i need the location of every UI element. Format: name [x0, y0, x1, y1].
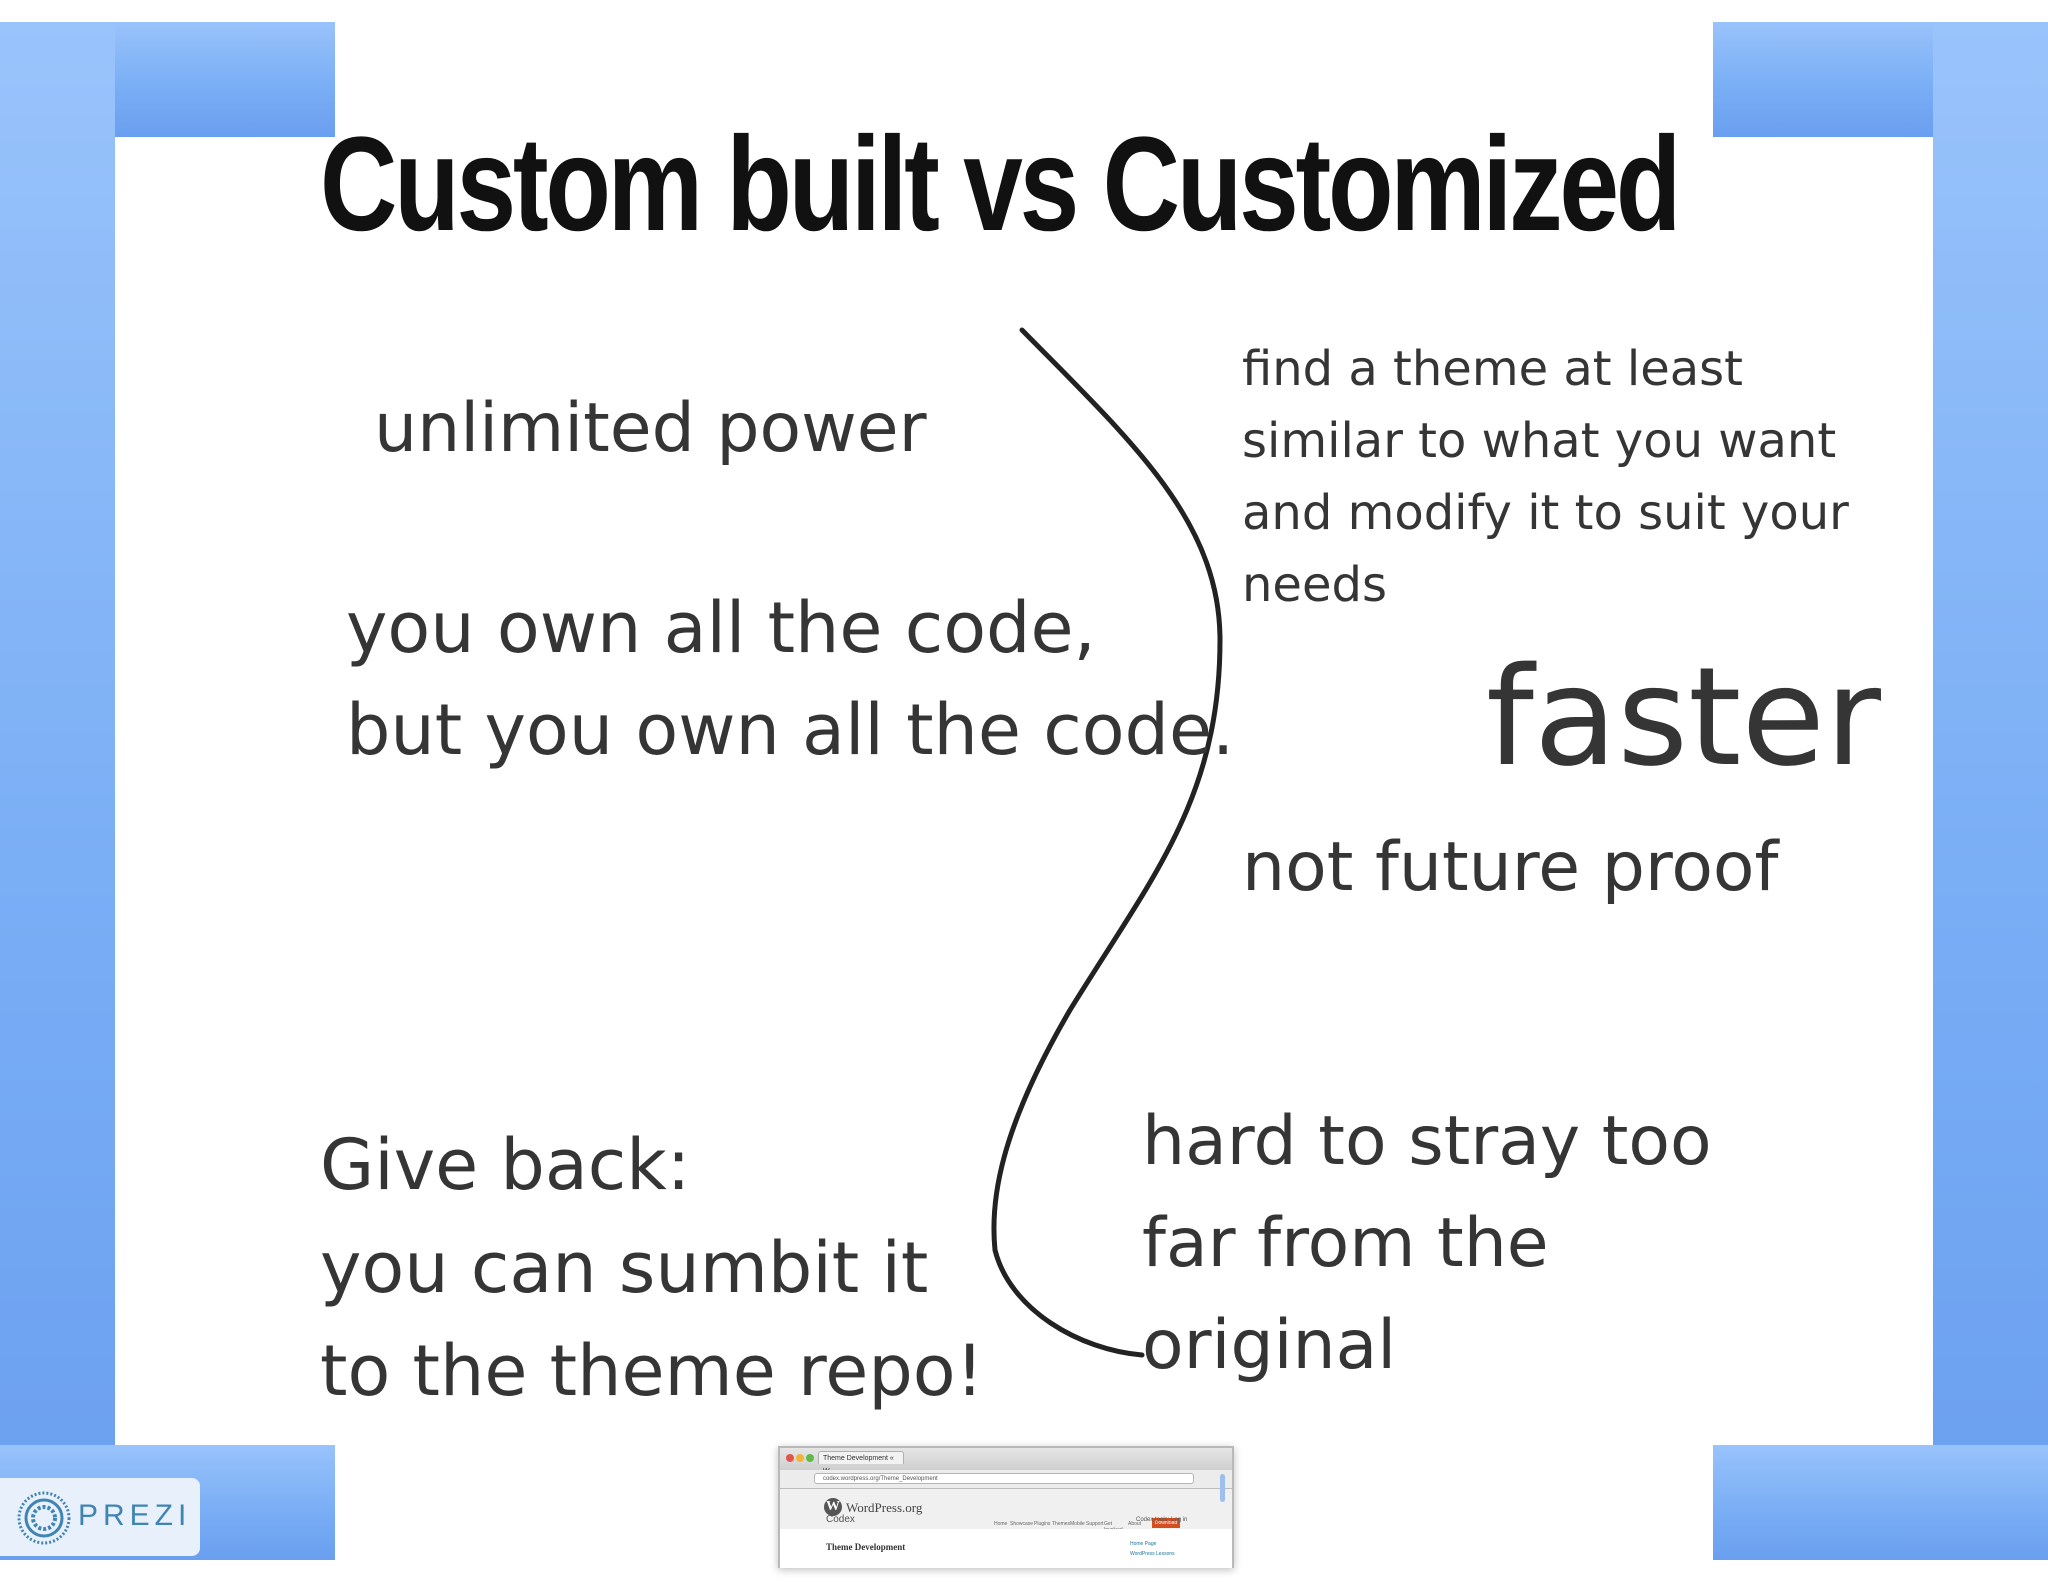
right-point-hard-to-stray-line-3: original	[1142, 1306, 1397, 1385]
thumbnail-codex-label: Codex	[826, 1514, 855, 1525]
thumbnail-page-body: Theme Development Home Page WordPress Le…	[780, 1529, 1232, 1568]
right-point-hard-to-stray-line-1: hard to stray too	[1142, 1102, 1712, 1181]
prezi-logo-icon	[17, 1491, 71, 1545]
right-point-find-theme-line-1: find a theme at least	[1242, 341, 1743, 397]
left-point-give-back-line-3: to the theme repo!	[320, 1330, 984, 1412]
thumbnail-nav-item: About	[1128, 1521, 1142, 1527]
prezi-badge[interactable]: PREZI	[0, 1478, 200, 1556]
right-point-find-theme-line-4: needs	[1242, 557, 1387, 613]
slide-title: Custom built vs Customized	[320, 110, 1681, 259]
minimize-dot-icon	[796, 1454, 804, 1462]
thumbnail-nav-item: Showcase	[1010, 1521, 1034, 1527]
slide-canvas	[115, 137, 1933, 1445]
left-point-own-code-line-1: you own all the code,	[346, 587, 1096, 669]
frame-right-bottom-bracket	[1713, 1445, 2048, 1560]
thumbnail-download-button: Download	[1152, 1518, 1180, 1528]
thumbnail-scrollbar	[1220, 1474, 1225, 1502]
right-point-find-theme-line-3: and modify it to suit your	[1242, 485, 1849, 541]
wordpress-codex-thumbnail[interactable]: Theme Development « W... codex.wordpress…	[778, 1446, 1234, 1568]
prezi-wordmark: PREZI	[78, 1499, 192, 1532]
thumbnail-titlebar: Theme Development « W...	[780, 1448, 1232, 1475]
left-point-give-back-line-1: Give back:	[320, 1124, 691, 1206]
thumbnail-page-heading: Theme Development	[826, 1542, 906, 1552]
close-dot-icon	[786, 1454, 794, 1462]
right-point-not-future-proof: not future proof	[1242, 828, 1779, 907]
thumbnail-url: codex.wordpress.org/Theme_Development	[814, 1473, 1194, 1484]
right-point-find-theme-line-2: similar to what you want	[1242, 413, 1837, 469]
thumbnail-nav-item: Get Involved	[1104, 1521, 1123, 1533]
left-point-give-back-line-2: you can sumbit it	[320, 1227, 929, 1309]
thumbnail-site-header: W WordPress.org Home Showcase Plugins Th…	[780, 1489, 1232, 1533]
thumbnail-tab: Theme Development « W...	[818, 1451, 904, 1475]
thumbnail-login-link: Codex tools: Log in	[1136, 1517, 1188, 1523]
thumbnail-url-bar: codex.wordpress.org/Theme_Development	[780, 1470, 1232, 1489]
thumbnail-nav-item: Themes	[1052, 1521, 1071, 1527]
left-point-own-code-line-2: but you own all the code.	[346, 689, 1235, 771]
left-point-unlimited-power: unlimited power	[374, 389, 927, 468]
thumbnail-nav-item: Home	[994, 1521, 1008, 1527]
thumbnail-site-name: WordPress.org	[846, 1500, 923, 1515]
wordpress-logo-icon: W	[824, 1498, 842, 1516]
frame-left-bar	[0, 22, 115, 1560]
thumbnail-nav-item: Mobile	[1070, 1521, 1085, 1527]
thumbnail-sidebar-link: Home Page	[1130, 1541, 1157, 1547]
thumbnail-nav-item: Support	[1086, 1521, 1104, 1527]
frame-right-bar	[1933, 22, 2048, 1560]
maximize-dot-icon	[806, 1454, 814, 1462]
right-point-hard-to-stray-line-2: far from the	[1142, 1204, 1549, 1283]
right-point-faster: faster	[1486, 639, 1881, 797]
thumbnail-sidebar-link: WordPress Lessons	[1130, 1551, 1175, 1557]
thumbnail-nav-item: Plugins	[1034, 1521, 1051, 1527]
